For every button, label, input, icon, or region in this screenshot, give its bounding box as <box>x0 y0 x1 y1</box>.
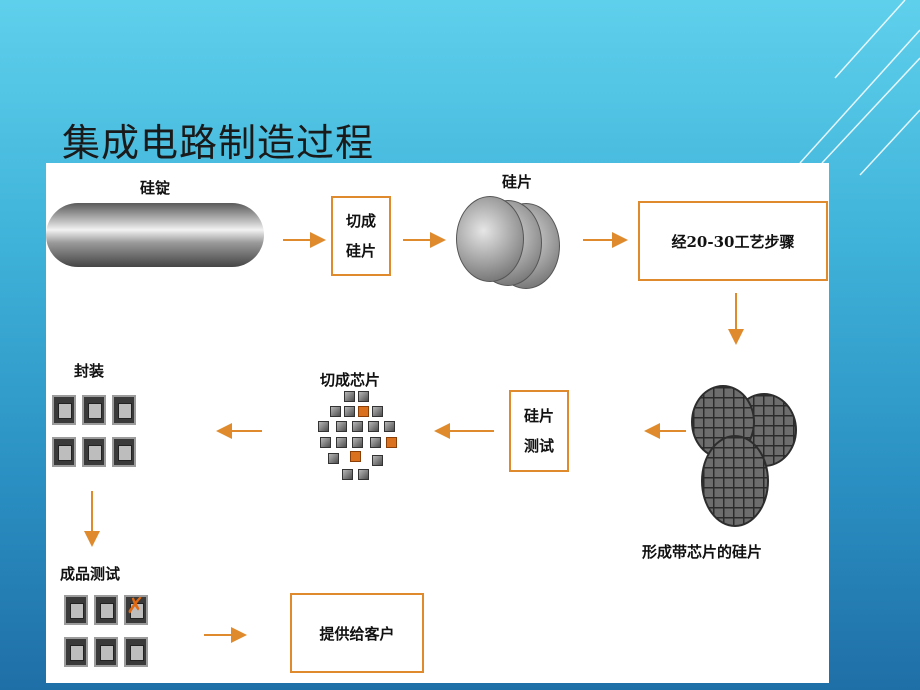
wafer-image-front <box>456 196 524 282</box>
chip <box>358 469 369 480</box>
chip <box>372 455 383 466</box>
chip <box>342 469 353 480</box>
chip <box>336 437 347 448</box>
chip <box>344 391 355 402</box>
wafer-with-chips-label: 形成带芯片的硅片 <box>642 543 763 561</box>
cut-wafer-line2: 硅片 <box>345 242 376 260</box>
chip-wafer-front <box>701 435 769 527</box>
ingot-label: 硅锭 <box>140 179 171 197</box>
packaged-chip <box>124 637 148 667</box>
packaged-chip <box>52 437 76 467</box>
reject-mark-icon: ✗ <box>126 594 145 619</box>
chip <box>372 406 383 417</box>
chip <box>352 437 363 448</box>
cut-wafer-box: 切成 硅片 <box>331 196 391 276</box>
chip <box>370 437 381 448</box>
wafer-test-line2: 测试 <box>523 437 554 455</box>
packaged-chip <box>112 437 136 467</box>
packaged-chip <box>82 395 106 425</box>
defective-chip <box>358 406 369 417</box>
chip <box>320 437 331 448</box>
wafer-test-box: 硅片 测试 <box>509 390 569 472</box>
slide-title: 集成电路制造过程 <box>62 121 375 165</box>
packaged-chip <box>64 595 88 625</box>
packaged-chip <box>82 437 106 467</box>
diced-chips-label: 切成芯片 <box>320 371 381 389</box>
deliver-to-customer-box: 提供给客户 <box>290 593 424 673</box>
chip <box>352 421 363 432</box>
final-test-label: 成品测试 <box>60 565 121 583</box>
defective-chip <box>386 437 397 448</box>
wafer-label: 硅片 <box>502 173 533 191</box>
packaged-chip <box>94 595 118 625</box>
packaged-chip <box>112 395 136 425</box>
chip <box>384 421 395 432</box>
chip <box>344 406 355 417</box>
packaging-label: 封装 <box>74 362 105 380</box>
cut-wafer-line1: 切成 <box>345 212 376 230</box>
chip <box>330 406 341 417</box>
flow-arrows <box>84 232 744 643</box>
chip <box>358 391 369 402</box>
packaged-chip <box>124 595 148 625</box>
packaged-chip <box>52 395 76 425</box>
chip <box>368 421 379 432</box>
process-steps-box: 经20-30工艺步骤 <box>638 201 828 281</box>
chip <box>328 453 339 464</box>
chip <box>318 421 329 432</box>
chip <box>336 421 347 432</box>
packaged-chip <box>64 637 88 667</box>
packaged-chip <box>94 637 118 667</box>
silicon-ingot <box>46 203 264 267</box>
process-diagram: 硅锭 切成 硅片 硅片 经20-30工艺步骤 形成带芯片的硅片 硅片 测试 切成… <box>46 163 829 683</box>
wafer-test-line1: 硅片 <box>523 407 554 425</box>
defective-chip <box>350 451 361 462</box>
